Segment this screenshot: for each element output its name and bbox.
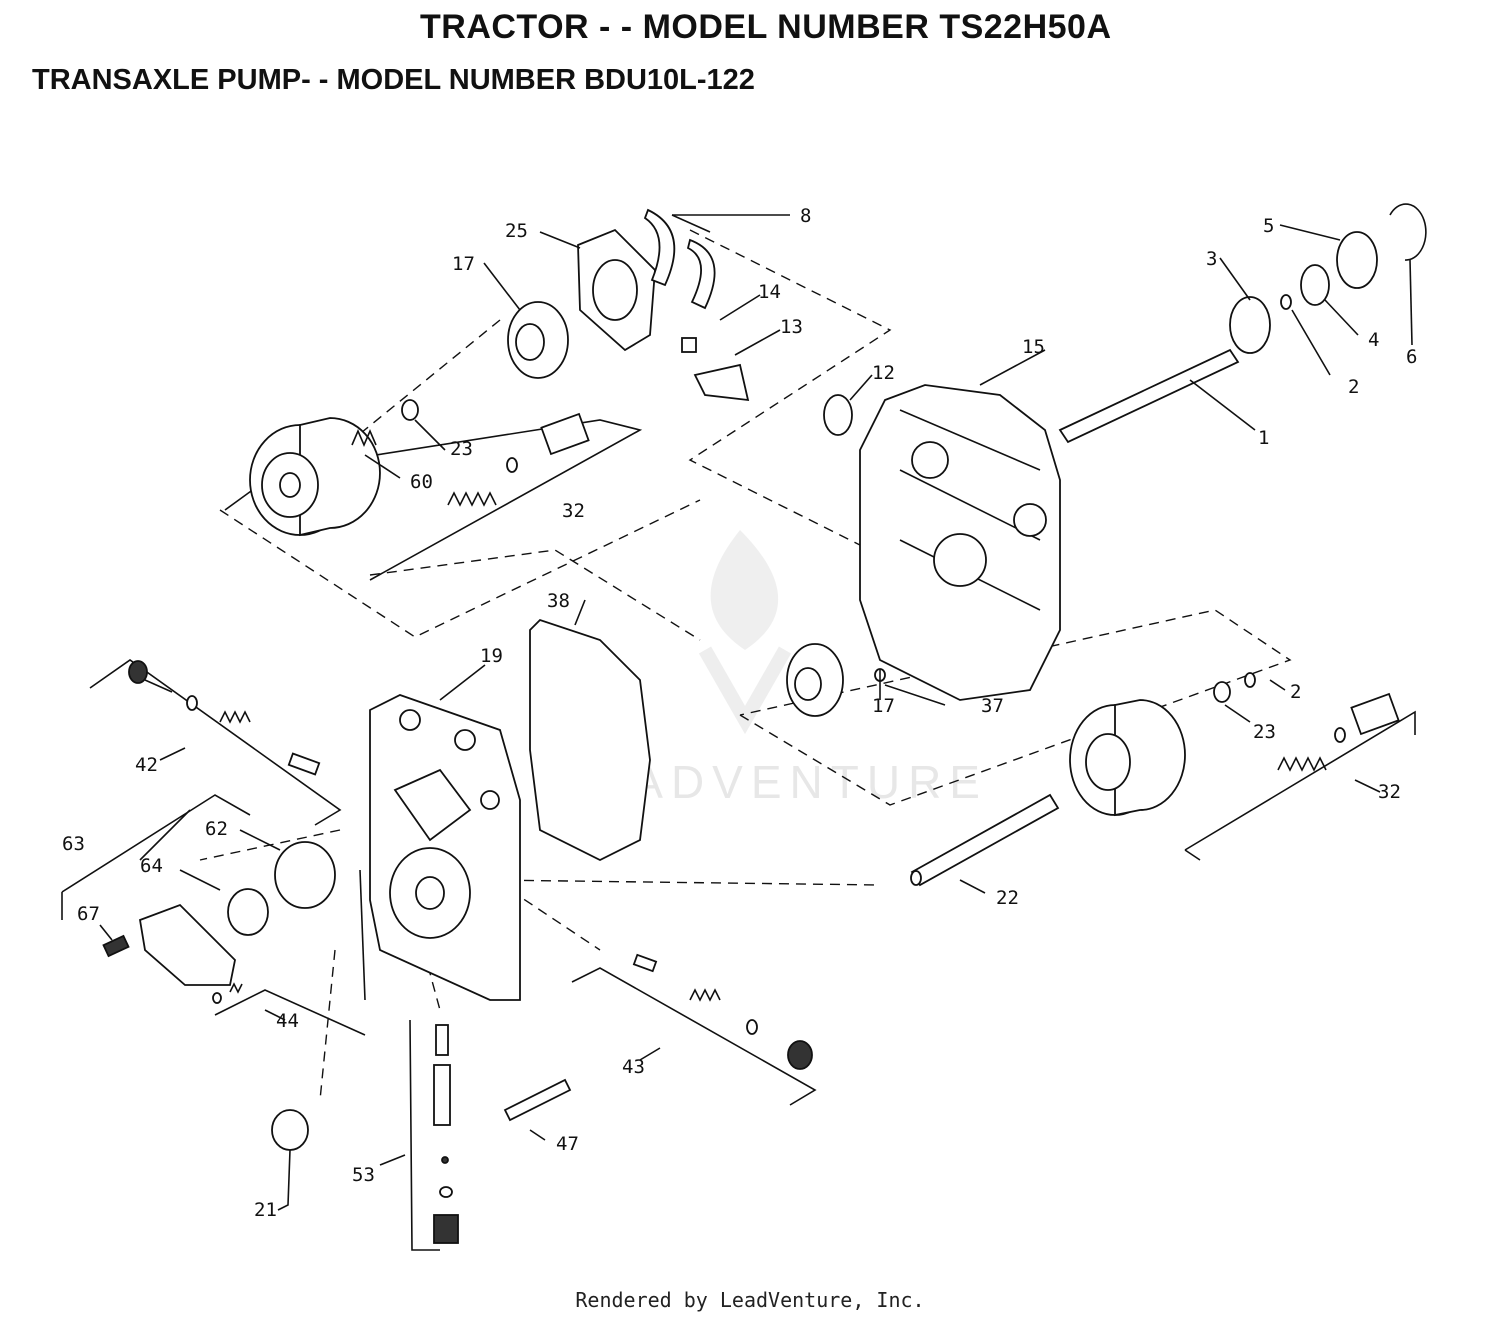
- valve-43: [632, 953, 658, 973]
- callout-60: 60: [410, 471, 433, 493]
- diagram-subtitle: TRANSAXLE PUMP- - MODEL NUMBER BDU10L-12…: [32, 64, 755, 96]
- callout-13: 13: [780, 316, 803, 338]
- bearing-5: [1336, 231, 1378, 289]
- valve-42: [128, 660, 148, 684]
- callout-44: 44: [276, 1010, 299, 1032]
- callout-8: 8: [800, 205, 811, 227]
- callout-5: 5: [1263, 215, 1274, 237]
- motor-shaft-22: [910, 793, 1060, 887]
- gasket-38: [529, 618, 651, 862]
- callout-4: 4: [1368, 329, 1379, 351]
- valve-53: [435, 1024, 449, 1056]
- diagram-title: TRACTOR - - MODEL NUMBER TS22H50A: [420, 8, 1112, 46]
- input-shaft-1: [1058, 348, 1240, 444]
- callout-17-top: 17: [452, 253, 475, 275]
- callout-23-bottom: 23: [1253, 721, 1276, 743]
- callout-53: 53: [352, 1164, 375, 1186]
- piston-32-bottom: [1350, 692, 1400, 736]
- insert-8a: [643, 208, 676, 287]
- callout-22: 22: [996, 887, 1019, 909]
- callout-37: 37: [981, 695, 1004, 717]
- o-ring-62: [274, 841, 336, 909]
- callout-12: 12: [872, 362, 895, 384]
- callout-14: 14: [758, 281, 781, 303]
- callout-32-bottom: 32: [1378, 781, 1401, 803]
- trunnion-13: [693, 363, 750, 402]
- assembly-lines: [199, 229, 1292, 1101]
- cover-63: [138, 903, 236, 986]
- footer-credit: Rendered by LeadVenture, Inc.: [575, 1288, 925, 1312]
- washer-4: [1300, 264, 1330, 306]
- callout-67: 67: [77, 903, 100, 925]
- callout-2-top: 2: [1348, 376, 1359, 398]
- callout-42: 42: [135, 754, 158, 776]
- callout-43: 43: [622, 1056, 645, 1078]
- rotor-64: [227, 888, 269, 936]
- callout-6: 6: [1406, 346, 1417, 368]
- callout-32-top: 32: [562, 500, 585, 522]
- callout-19: 19: [480, 645, 503, 667]
- callout-62: 62: [205, 818, 228, 840]
- seal-12: [823, 394, 853, 436]
- callout-3: 3: [1206, 248, 1217, 270]
- callout-47: 47: [556, 1133, 579, 1155]
- callout-63: 63: [62, 833, 85, 855]
- bolt-67: [102, 934, 130, 958]
- bearing-3: [1229, 296, 1271, 354]
- piston-32-top: [540, 412, 590, 456]
- part-shapes: [102, 203, 1427, 1244]
- callout-2-bottom: 2: [1290, 681, 1301, 703]
- bolt-47: [503, 1078, 572, 1122]
- callout-15: 15: [1022, 336, 1045, 358]
- seal-21: [271, 1109, 309, 1151]
- callout-21: 21: [254, 1199, 277, 1221]
- end-cap-19: [369, 694, 521, 1001]
- ring-23-top: [401, 399, 419, 421]
- callout-38: 38: [547, 590, 570, 612]
- callout-labels: 1 2 2 3 4 5 6 8 12 13 14 15 17 17 19 21 …: [62, 205, 1417, 1221]
- insert-8b: [686, 238, 716, 310]
- callout-25: 25: [505, 220, 528, 242]
- slot-guide-14: [681, 337, 697, 353]
- callout-23-top: 23: [450, 438, 473, 460]
- leader-lines: [99, 214, 1413, 1211]
- callout-1: 1: [1258, 427, 1269, 449]
- callout-17-bottom: 17: [872, 695, 895, 717]
- callout-64: 64: [140, 855, 163, 877]
